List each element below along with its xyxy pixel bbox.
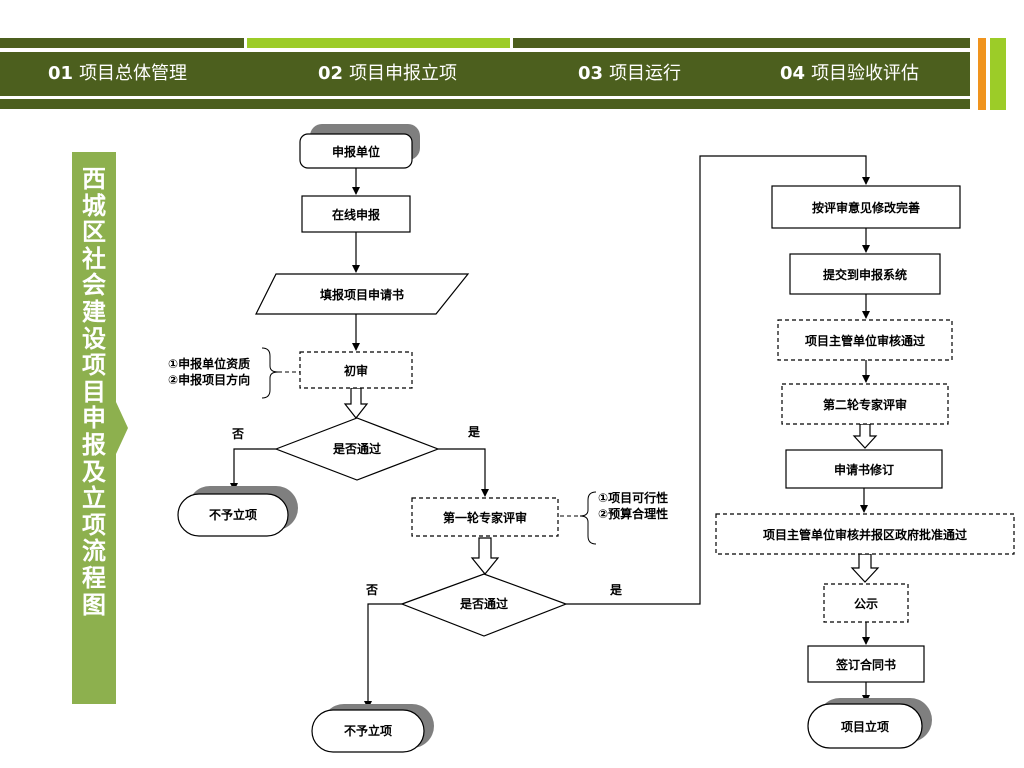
node-revise: 按评审意见修改完善 (771, 185, 961, 229)
node-label: 初审 (344, 363, 368, 378)
node-dept-approval: 项目主管单位审核通过 (777, 319, 953, 361)
node-decision-2: 是否通过 (400, 573, 568, 637)
vertical-title-background (72, 152, 128, 704)
node-label: 是否通过 (459, 596, 508, 611)
branch-label-no: 否 (365, 583, 378, 597)
header-top-segment (0, 38, 244, 48)
node-label: 是否通过 (332, 441, 381, 456)
connector-lines (230, 155, 870, 709)
nav-item-number: 02 (318, 63, 344, 84)
branch-label-yes: 是 (467, 425, 481, 439)
nav-item-label: 项目申报立项 (349, 63, 458, 84)
accent-bar-green (990, 38, 1006, 110)
header-top-segment-active (247, 38, 510, 48)
node-label: 提交到申报系统 (823, 267, 907, 282)
node-label: 在线申报 (332, 207, 380, 222)
nav-item-number: 01 (48, 63, 74, 84)
hollow-arrow (850, 553, 880, 583)
header-bottom-bar (0, 99, 970, 109)
node-label: 项目立项 (841, 719, 889, 734)
node-reject-2: 不予立项 (311, 709, 425, 753)
note-text: ①项目可行性 (598, 490, 668, 505)
node-label: 申报单位 (332, 144, 380, 159)
nav-item-label: 项目总体管理 (79, 63, 188, 84)
note-braces (261, 347, 597, 545)
node-label: 项目主管单位审核通过 (805, 333, 925, 348)
node-expert-review-2: 第二轮专家评审 (781, 383, 949, 425)
node-label: 项目主管单位审核并报区政府批准通过 (763, 527, 967, 542)
vertical-title-banner: 西城区社会建设项目申报及立项流程图 (72, 152, 128, 704)
node-submit-system: 提交到申报系统 (789, 253, 941, 295)
node-label: 填报项目申请书 (320, 287, 404, 302)
node-online-apply: 在线申报 (301, 195, 411, 233)
header-top-bar (0, 38, 970, 48)
node-label: 第二轮专家评审 (823, 397, 907, 412)
nav-item-number: 03 (578, 63, 604, 84)
node-gov-approval: 项目主管单位审核并报区政府批准通过 (715, 513, 1015, 555)
header-top-segment (513, 38, 970, 48)
node-decision-1: 是否通过 (274, 417, 440, 481)
hollow-arrow (470, 537, 500, 575)
node-sign-contract: 签订合同书 (807, 645, 925, 683)
nav-item-number: 04 (780, 63, 806, 84)
node-label: 不予立项 (209, 507, 257, 522)
node-applicant: 申报单位 (299, 133, 413, 169)
node-label: 不予立项 (344, 723, 392, 738)
node-label: 第一轮专家评审 (443, 510, 527, 525)
node-label: 公示 (854, 597, 878, 611)
node-form-revision: 申请书修订 (785, 449, 943, 489)
node-fill-form: 填报项目申请书 (255, 273, 470, 315)
note-text: ②申报项目方向 (168, 372, 250, 387)
node-publicity: 公示 (823, 583, 909, 623)
node-initial-review: 初审 (299, 351, 413, 389)
note-text: ②预算合理性 (598, 506, 668, 521)
vertical-title-text: 西城区社会建设项目申报及立项流程图 (82, 165, 106, 619)
node-expert-review-1: 第一轮专家评审 (411, 497, 559, 537)
node-project-approved: 项目立项 (807, 703, 923, 749)
nav-item-label: 项目验收评估 (811, 63, 920, 84)
note-text: ①申报单位资质 (168, 356, 250, 371)
node-label: 签订合同书 (835, 657, 896, 672)
branch-label-yes: 是 (609, 583, 623, 597)
node-reject-1: 不予立项 (177, 493, 289, 537)
node-label: 申请书修订 (834, 462, 894, 477)
accent-bar-orange (978, 38, 986, 110)
branch-label-no: 否 (231, 427, 244, 441)
hollow-arrow (343, 387, 369, 419)
nav-item-label: 项目运行 (609, 63, 682, 84)
node-label: 按评审意见修改完善 (812, 200, 920, 215)
hollow-arrows (343, 387, 880, 583)
hollow-arrow (852, 423, 878, 449)
